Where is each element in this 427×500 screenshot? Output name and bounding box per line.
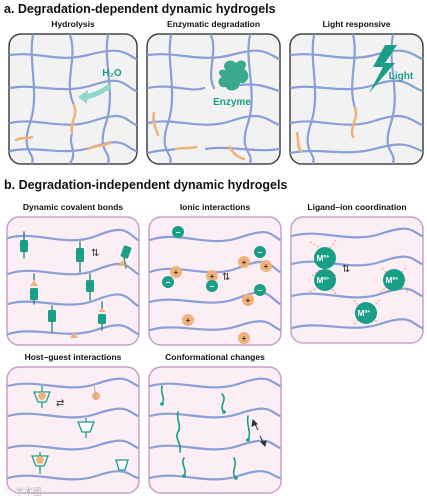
svg-text:+: +: [242, 334, 247, 343]
degraded-segments: [295, 106, 358, 153]
exchange-arrows-icon: ⇅: [222, 272, 230, 283]
host-cup-icon: [115, 459, 129, 471]
conformational-panel: [148, 366, 282, 494]
svg-text:−: −: [258, 286, 263, 295]
polymer-strands: [6, 228, 140, 336]
svg-text:Mn+: Mn+: [358, 309, 371, 318]
svg-text:+: +: [174, 268, 179, 277]
metal-ion: Mn+: [314, 269, 336, 291]
svg-text:⇅: ⇅: [342, 264, 350, 275]
exchange-arrows-icon: ⇅: [91, 248, 99, 259]
crosslink-bond: [120, 245, 132, 269]
exchange-arrows-icon: ⇅: [342, 264, 350, 275]
panel-frame: [8, 33, 138, 165]
svg-text:−: −: [176, 228, 181, 237]
svg-text:⇅: ⇅: [222, 272, 230, 283]
conformational-chains: [160, 385, 251, 479]
svg-text:+: +: [242, 258, 247, 267]
positive-ion: +: [238, 332, 250, 344]
positive-ion: +: [238, 256, 250, 268]
enzyme-icon: [218, 60, 249, 91]
panel-frame: [148, 366, 282, 494]
water-label: H₂O: [102, 68, 122, 79]
crosslink-bond: [86, 273, 94, 301]
ion-group: − − + + + − + − − + + +: [162, 226, 272, 344]
polymer-strands: [6, 377, 140, 481]
metal-ion: Mn+: [383, 269, 405, 291]
guest-tethers: [93, 383, 97, 401]
light-label: Light: [389, 71, 414, 82]
free-end-group: [70, 260, 126, 338]
covalent-panel: ⇅: [6, 216, 140, 346]
positive-ion: +: [170, 266, 182, 278]
metal-ion: Mn+: [314, 247, 336, 269]
guest-molecule-icon: [38, 392, 46, 400]
covalent-title: Dynamic covalent bonds: [22, 202, 124, 212]
positive-ion: +: [260, 260, 272, 272]
svg-text:−: −: [258, 248, 263, 257]
svg-text:+: +: [210, 272, 215, 281]
guest-molecule-icon: [36, 456, 44, 464]
svg-text:+: +: [264, 262, 269, 271]
lightning-icon: [369, 45, 397, 93]
crosslink-bond: [30, 273, 38, 305]
watermark: ♡ 学术圈: [4, 488, 42, 498]
ligand-title: Ligand–ion coordination: [307, 202, 407, 212]
polymer-network: [146, 33, 281, 165]
svg-text:−: −: [166, 278, 171, 287]
polymer-strands: [148, 377, 282, 481]
svg-text:+: +: [186, 316, 191, 325]
light-title: Light responsive: [322, 19, 391, 29]
metal-ion: Mn+: [355, 302, 377, 324]
positive-ion: +: [242, 294, 254, 306]
negative-ion: −: [206, 280, 218, 292]
svg-text:Mn+: Mn+: [317, 276, 330, 285]
negative-ion: −: [172, 226, 184, 238]
negative-ion: −: [254, 246, 266, 258]
hydrolysis-title: Hydrolysis: [51, 19, 95, 29]
crosslink-group: [20, 231, 132, 333]
chain-end-group: [160, 402, 250, 480]
crosslink-bond: [20, 231, 28, 259]
section-b-title: b. Degradation-independent dynamic hydro…: [4, 178, 288, 192]
motion-arrows-icon: [251, 418, 267, 448]
positive-ion: +: [182, 314, 194, 326]
degraded-segments: [152, 111, 246, 161]
hostguest-panel: ⇄: [6, 366, 140, 494]
crosslink-bond: [76, 241, 84, 273]
svg-text:−: −: [210, 282, 215, 291]
ionic-title: Ionic interactions: [179, 202, 251, 212]
hostguest-title: Host–guest interactions: [24, 352, 122, 362]
degraded-segments: [14, 103, 112, 151]
svg-text:⇅: ⇅: [91, 248, 99, 259]
negative-ion: −: [254, 284, 266, 296]
metal-ion-group: Mn+ Mn+ Mn+ Mn+: [314, 247, 405, 324]
light-panel: Light: [289, 33, 424, 165]
positive-ion: +: [206, 270, 218, 282]
exchange-arrows-icon: ⇄: [56, 398, 64, 409]
hydrolysis-panel: H₂O: [8, 33, 138, 165]
enzymatic-title: Enzymatic degradation: [166, 19, 261, 29]
crosslink-bond: [98, 301, 106, 331]
enzyme-label: Enzyme: [213, 97, 251, 108]
crosslink-bond: [48, 305, 56, 333]
svg-text:Mn+: Mn+: [317, 254, 330, 263]
svg-text:Mn+: Mn+: [386, 276, 399, 285]
host-cup-icon: [77, 418, 95, 438]
panel-frame: [6, 216, 140, 346]
water-arrow-icon: [78, 84, 111, 104]
svg-text:⇄: ⇄: [56, 398, 64, 409]
ligand-panel: Mn+ Mn+ Mn+ Mn+ ⇅: [290, 216, 424, 344]
svg-text:+: +: [246, 296, 251, 305]
panel-frame: [6, 366, 140, 494]
section-a-title: a. Degradation-dependent dynamic hydroge…: [4, 2, 276, 16]
enzymatic-panel: Enzyme: [146, 33, 281, 165]
ionic-panel: − − + + + − + − − + + + ⇅: [148, 216, 282, 346]
conformational-title: Conformational changes: [165, 352, 265, 362]
negative-ion: −: [162, 276, 174, 288]
